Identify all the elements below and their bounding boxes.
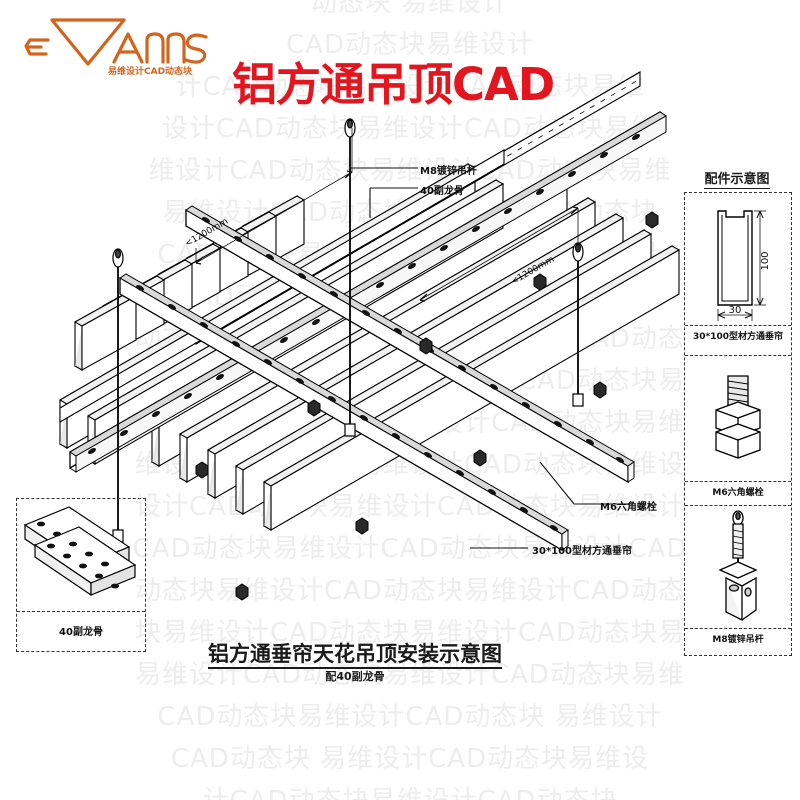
diagram-caption-main-text: 铝方通垂帘天花吊顶安装示意图 [208,642,502,669]
brand-logo: 易维设计CAD动态块 [16,12,216,80]
hanger-rod [344,118,356,437]
parts-panel-title-text: 配件示意图 [704,172,770,189]
logo-subtitle: 易维设计CAD动态块 [108,67,193,77]
callout-leader-lines-group [350,167,632,549]
hex-bolt-connector [195,461,209,479]
hex-bolt-connector [473,449,487,467]
main-keel-rail [69,110,667,473]
cross-keel-rail [185,205,635,484]
part-caption-hex-bolt: M6六角螺栓 [685,481,791,502]
callout-hex-bolt: M6六角螺栓 [600,502,657,513]
callout-hanger-rod: M8镀锌吊杆 [420,166,477,177]
hex-bolt-connector [235,583,249,601]
detail-panel-secondary-keel: 40副龙骨 [16,498,146,652]
main-keel-rails-group [69,110,667,473]
baffle-profile-section-icon: 100 30 [717,210,771,321]
hanger-rod-icon [718,510,758,622]
baffle-width-dimension: 30 [729,305,742,316]
part-item-hanger-rod: M8镀锌吊杆 [685,506,791,653]
baffle-panel [73,291,138,371]
hex-bolt-connector [593,381,607,399]
baffle-height-dimension: 100 [760,251,771,270]
diagram-caption-main: 铝方通垂帘天花吊顶安装示意图 [0,638,710,669]
hanger-rod [112,248,124,543]
page-title: 铝方通吊顶CAD [232,58,555,111]
diagram-caption-sub: 配40副龙骨 [325,670,385,683]
callout-secondary-keel: 40副龙骨 [420,186,464,197]
hex-bolt-connector [645,211,659,229]
panel-divider [17,611,145,612]
part-item-baffle-profile: 100 30 30*100型材方通垂帘 [685,193,791,356]
cross-keel-rail [119,273,569,552]
cross-keel-rails-group [119,205,635,552]
hex-bolt-connector [307,399,321,417]
hex-bolt-connectors-group [83,211,659,601]
hex-bolt-connector [533,273,547,291]
hex-bolt-icon [715,375,761,459]
part-caption-baffle: 30*100型材方通垂帘 [685,325,791,346]
parts-panel: 100 30 30*100型材方通垂帘 [684,192,792,656]
callout-baffle: 30*100型材方通垂帘 [532,546,633,557]
part-item-hex-bolt: M6六角螺栓 [685,356,791,506]
hex-bolt-connector [355,517,369,535]
secondary-keel-isometric-icon [23,506,137,597]
secondary-keel-rail [59,149,505,423]
part-caption-hanger-rod: M8镀锌吊杆 [685,628,791,649]
dimension-lines-group [195,128,579,302]
evans-logo-icon [24,18,208,66]
detail-panel-caption: 40副龙骨 [59,627,103,638]
parts-panel-title: 配件示意图 [684,168,790,189]
hex-bolt-connector [419,337,433,355]
